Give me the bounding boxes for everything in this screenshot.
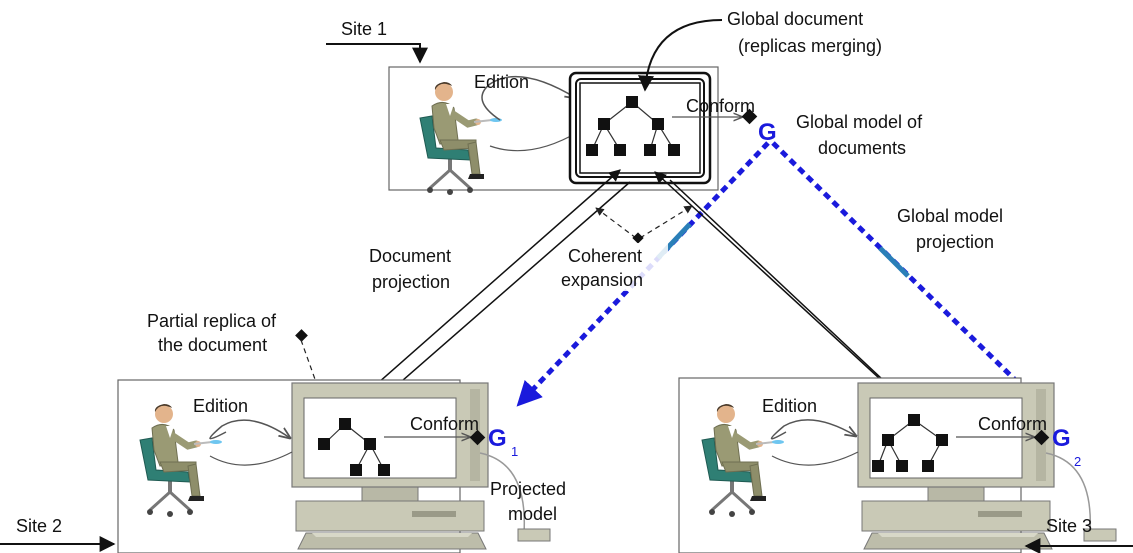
global-document-sublabel: (replicas merging) bbox=[738, 36, 882, 56]
site3-workstation: Edition Conform bbox=[678, 377, 1117, 553]
site1-conform-label: Conform bbox=[686, 96, 755, 116]
global-document-pointer bbox=[638, 19, 723, 92]
site3-document-tree bbox=[872, 414, 948, 472]
doc-projection-arrow-up-site2 bbox=[344, 169, 621, 413]
site1-workstation: Edition Conform bbox=[388, 66, 758, 195]
site2-edition-return bbox=[209, 451, 293, 466]
site2-document-tree bbox=[318, 418, 390, 476]
global-model-label: Global model of bbox=[796, 112, 923, 132]
site1-edition-return bbox=[489, 131, 579, 152]
site1-edition-arrow bbox=[481, 75, 576, 121]
model-g1-subscript: 1 bbox=[511, 444, 518, 459]
model-g2-subscript: 2 bbox=[1074, 454, 1081, 469]
coherent-arrow-left bbox=[595, 207, 637, 239]
site2-conform-label: Conform bbox=[410, 414, 479, 434]
coherent-diamond bbox=[632, 232, 644, 244]
doc-projection-sublabel: projection bbox=[372, 272, 450, 292]
site3-label: Site 3 bbox=[1046, 516, 1092, 536]
coherent-label: Coherent bbox=[568, 246, 642, 266]
global-document-tree bbox=[586, 96, 680, 156]
projection-arrow-to-g2 bbox=[771, 141, 1054, 418]
model-g1: G bbox=[488, 425, 507, 452]
site3-edition-return bbox=[771, 451, 859, 466]
doc-projection-label: Document bbox=[369, 246, 451, 266]
doc-projection-arrow-up-site3 bbox=[654, 171, 906, 403]
partial-replica-diamond bbox=[295, 329, 308, 342]
site1-pointer-arrow bbox=[326, 43, 428, 64]
site2-edition-label: Edition bbox=[193, 396, 248, 416]
global-projection-sublabel: projection bbox=[916, 232, 994, 252]
projection-arrow-to-g2-teal-segment bbox=[878, 246, 910, 278]
model-g2: G bbox=[1052, 425, 1071, 452]
site3-edition-label: Edition bbox=[762, 396, 817, 416]
site3-conform-label: Conform bbox=[978, 414, 1047, 434]
site1-edition-label: Edition bbox=[474, 72, 529, 92]
site2-edition-arrow bbox=[209, 419, 290, 439]
site3-edition-arrow bbox=[770, 419, 856, 440]
projected-model-sublabel: model bbox=[508, 504, 557, 524]
doc-projection-arrow-down-site3 bbox=[669, 179, 916, 411]
site2-label: Site 2 bbox=[16, 516, 62, 536]
site3-conform-diamond bbox=[1033, 429, 1050, 446]
partial-replica-sublabel: the document bbox=[158, 335, 267, 355]
site1-label: Site 1 bbox=[341, 19, 387, 39]
partial-replica-label: Partial replica of bbox=[147, 311, 277, 331]
global-model-sublabel: documents bbox=[818, 138, 906, 158]
doc-projection-label-backdrop bbox=[366, 245, 468, 293]
partial-replica-pointer bbox=[300, 339, 328, 411]
global-model-g: G bbox=[758, 119, 777, 146]
global-document-label: Global document bbox=[727, 9, 863, 29]
coherent-sublabel: expansion bbox=[561, 270, 643, 290]
coherent-arrow-right bbox=[639, 205, 693, 239]
global-projection-label: Global model bbox=[897, 206, 1003, 226]
site2-workstation: Edition Conform bbox=[117, 379, 551, 553]
projected-model-label: Projected bbox=[490, 479, 566, 499]
coherent-label-backdrop bbox=[562, 243, 668, 291]
